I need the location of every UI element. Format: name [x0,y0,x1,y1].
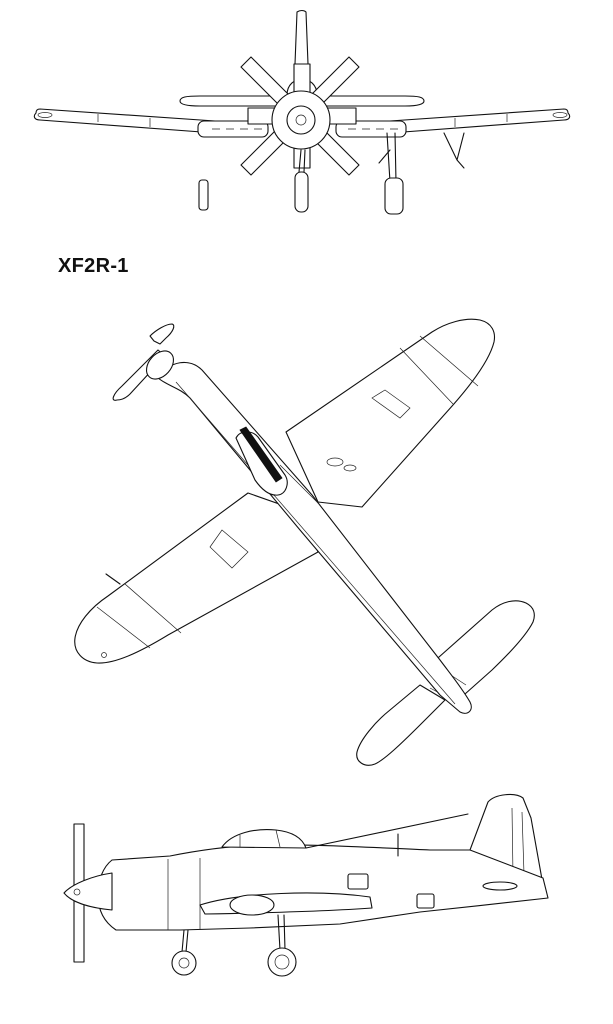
side-view-drawing [0,790,613,1024]
top-left-wing [75,493,318,663]
top-view [0,290,613,780]
side-spinner-and-propeller [64,824,112,962]
side-view [0,790,613,1024]
top-right-wing [286,319,494,507]
top-fuselage [158,362,471,713]
front-spinner [272,91,330,149]
top-view-drawing [0,290,613,780]
top-propeller [113,324,179,400]
side-landing-gear [172,915,296,976]
front-engine-nacelles [198,121,406,137]
top-canopy [236,427,287,495]
front-view [0,0,613,240]
side-canopy [222,814,468,856]
side-fuselage [98,845,548,930]
side-wing [200,893,372,915]
front-view-drawing [0,0,613,240]
front-wing [34,109,569,133]
front-landing-gear [199,133,464,214]
aircraft-designation-title: XF2R-1 [58,255,129,277]
